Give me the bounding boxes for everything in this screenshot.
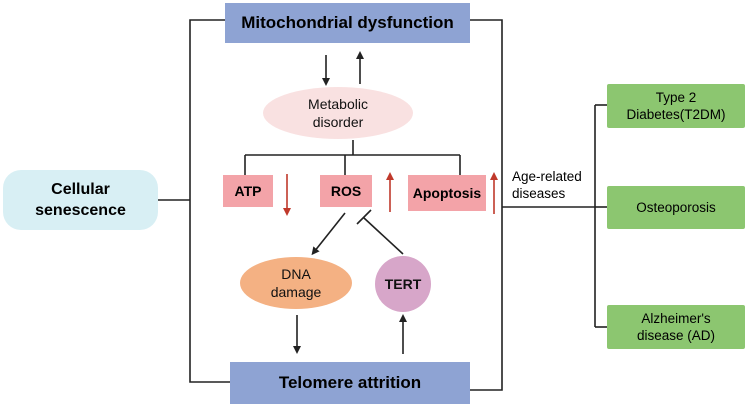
- age-related-diseases-label: Age-related diseases: [512, 169, 582, 201]
- atp-box: ATP: [223, 175, 273, 207]
- tert-circle: TERT: [375, 256, 431, 312]
- disease-alzheimers-box: Alzheimer's disease (AD): [607, 305, 745, 349]
- mitochondrial-dysfunction-box: Mitochondrial dysfunction: [225, 3, 470, 43]
- metabolic-disorder-ellipse: Metabolic disorder: [263, 87, 413, 139]
- dna-damage-label: DNA damage: [270, 266, 322, 300]
- dna-damage-ellipse: DNA damage: [240, 257, 352, 309]
- ros-box: ROS: [320, 175, 372, 207]
- disease-osteoporosis-box: Osteoporosis: [607, 186, 745, 229]
- apoptosis-box: Apoptosis: [408, 175, 486, 211]
- cellular-senescence-box: Cellular senescence: [3, 170, 158, 230]
- metabolic-disorder-label: Metabolic disorder: [308, 96, 368, 130]
- right-bracket: [470, 19, 595, 391]
- cellular-senescence-label: Cellular senescence: [35, 181, 126, 219]
- tert-label: TERT: [384, 276, 422, 292]
- left-bracket: [158, 19, 230, 383]
- metabolic-branch: [244, 140, 461, 175]
- telomere-attrition-box: Telomere attrition: [230, 362, 470, 404]
- inhibit-tert-to-ros: [356, 209, 404, 255]
- disease-t2dm-box: Type 2 Diabetes(T2DM): [607, 84, 745, 128]
- disease-tree: [594, 104, 607, 328]
- arrow-ros-to-dna: [311, 212, 346, 256]
